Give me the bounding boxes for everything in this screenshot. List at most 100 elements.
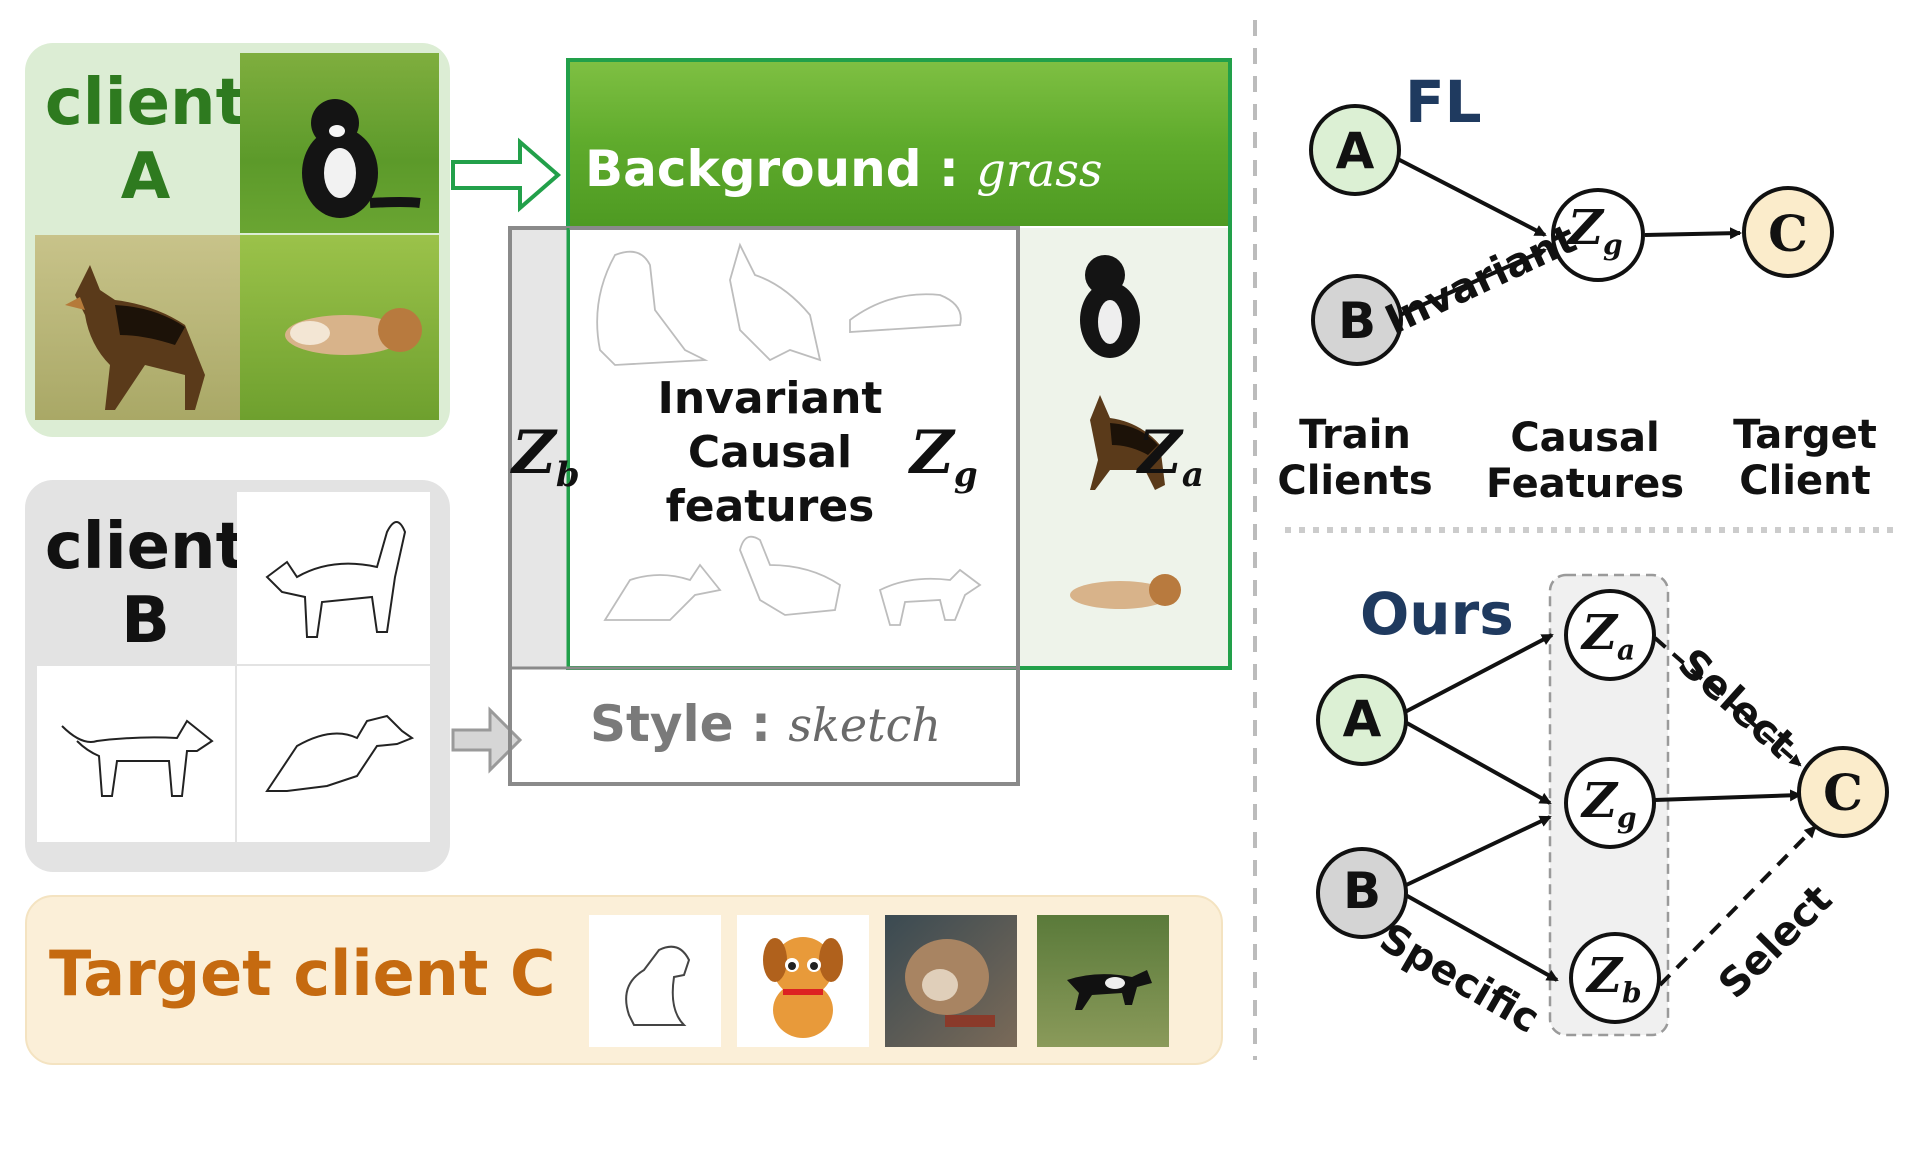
za-symbol: Za: [1138, 418, 1204, 495]
za-sub: a: [1181, 455, 1204, 495]
ours-node-zg: [1564, 757, 1656, 849]
sketch-dog-3: [237, 666, 430, 842]
dog-black-icon: [302, 99, 421, 218]
invariant-causal-features-label: Invariant Causal features: [640, 372, 900, 534]
fl-node-b: [1311, 274, 1403, 366]
painted-dog-icon: [905, 939, 995, 1027]
ours-node-b: [1316, 847, 1408, 939]
ours-node-c-label: C: [1823, 763, 1863, 822]
ours-node-zb-label: Zb: [1587, 948, 1642, 1010]
zg-symbol: Zg: [910, 418, 978, 495]
ours-za-sub: a: [1617, 633, 1636, 667]
fl-node-a: [1309, 104, 1401, 196]
zg-main: Z: [910, 418, 954, 488]
ours-node-za: [1564, 589, 1656, 681]
photo-dog-sitting: [240, 53, 439, 233]
fl-zg-main: Z: [1568, 200, 1604, 256]
invariant-line2: Causal: [687, 427, 853, 478]
style-box: [508, 226, 1020, 786]
fl-node-c: [1742, 186, 1834, 278]
client-b-panel: client B: [25, 480, 450, 872]
fl-diagram: [1309, 104, 1834, 366]
arrow-from-client-a: [451, 137, 562, 213]
background-label-text: Background :: [585, 140, 959, 198]
ours-node-a-label: A: [1342, 690, 1382, 748]
zb-sub: b: [555, 455, 580, 495]
zb-main: Z: [512, 418, 556, 488]
feature-decomposition-diagram: [451, 58, 1232, 786]
za-dog-images: [1070, 255, 1181, 609]
photo-dog-lying: [240, 235, 439, 420]
ours-diagram: [1316, 573, 1889, 1037]
zg-sub: g: [953, 455, 978, 495]
fl-col-train-clients: Train Clients: [1275, 412, 1435, 504]
ours-node-a: [1316, 674, 1408, 766]
ours-za-main: Z: [1582, 605, 1618, 661]
sketch-sitting-dog-icon: [625, 945, 691, 1026]
dog-shepherd-icon: [65, 265, 205, 410]
fl-col2-line2: Features: [1485, 461, 1685, 507]
arrow-from-client-b: [451, 706, 523, 774]
cartoon-dog-icon: [763, 937, 843, 1038]
sketch-dog-2: [37, 666, 235, 842]
style-label-value: sketch: [788, 698, 941, 752]
ours-node-za-label: Za: [1582, 605, 1635, 667]
fl-col3-line2: Client: [1739, 458, 1871, 504]
fl-col1-line2: Clients: [1277, 458, 1433, 504]
fl-node-c-label: C: [1768, 204, 1808, 263]
faint-dog-outlines: [596, 242, 982, 626]
ours-node-c: [1797, 746, 1889, 838]
photo-german-shepherd: [35, 235, 240, 420]
target-client-c-label: Target client C: [49, 937, 556, 1010]
fl-node-b-label: B: [1337, 292, 1377, 350]
fl-col2-line1: Causal: [1510, 415, 1660, 461]
ours-zg-sub: g: [1617, 801, 1637, 835]
style-label-text: Style :: [590, 695, 771, 753]
target-client-c-panel: Target client C: [25, 895, 1223, 1065]
ours-zg-main: Z: [1582, 773, 1618, 829]
ours-node-b-label: B: [1342, 862, 1382, 920]
background-label-value: grass: [976, 143, 1103, 197]
ours-zb-sub: b: [1622, 976, 1642, 1010]
target-thumb-cartoon: [737, 915, 869, 1047]
ours-title: Ours: [1360, 580, 1514, 648]
invariant-area: [570, 230, 1016, 666]
fl-node-zg: [1551, 188, 1645, 282]
fl-node-zg-label: Zg: [1568, 200, 1623, 262]
fl-col-target-client: Target Client: [1720, 412, 1890, 504]
client-a-label: client A: [33, 71, 258, 209]
fl-node-a-label: A: [1335, 122, 1375, 180]
running-dog-icon: [1067, 970, 1152, 1010]
fl-title: FL: [1405, 68, 1482, 136]
sketch-dog-icon: [265, 714, 415, 792]
client-a-panel: client A: [25, 43, 450, 437]
invariant-line1: Invariant: [657, 373, 883, 424]
fl-zg-sub: g: [1603, 228, 1623, 262]
target-thumb-sketch: [589, 915, 721, 1047]
ours-zb-main: Z: [1587, 948, 1623, 1004]
sketch-dog-1: [237, 492, 430, 664]
fl-col3-line1: Target: [1733, 412, 1877, 458]
zb-column: [510, 228, 568, 668]
grass-background-strip: [568, 60, 1230, 226]
invariant-line3: features: [665, 481, 875, 532]
ours-node-zb: [1569, 932, 1661, 1024]
client-b-label-line2: B: [121, 584, 170, 658]
client-a-label-line1: client: [44, 66, 247, 140]
ours-node-zg-label: Zg: [1582, 773, 1637, 835]
dog-lying-icon: [285, 308, 422, 355]
separators: [1253, 20, 1900, 1060]
client-b-label: client B: [33, 515, 258, 653]
target-thumb-photo: [1037, 915, 1169, 1047]
client-a-label-line2: A: [120, 140, 171, 214]
zb-symbol: Zb: [512, 418, 580, 495]
fl-col1-line1: Train: [1299, 412, 1411, 458]
client-b-label-line1: client: [44, 510, 247, 584]
sketch-dog-icon: [61, 719, 214, 797]
za-main: Z: [1138, 418, 1182, 488]
style-label: Style : sketch: [590, 695, 990, 753]
target-thumb-painting: [885, 915, 1017, 1047]
fl-col-causal-features: Causal Features: [1485, 415, 1685, 507]
sketch-dog-icon: [265, 521, 407, 638]
background-label: Background : grass: [585, 140, 1125, 198]
